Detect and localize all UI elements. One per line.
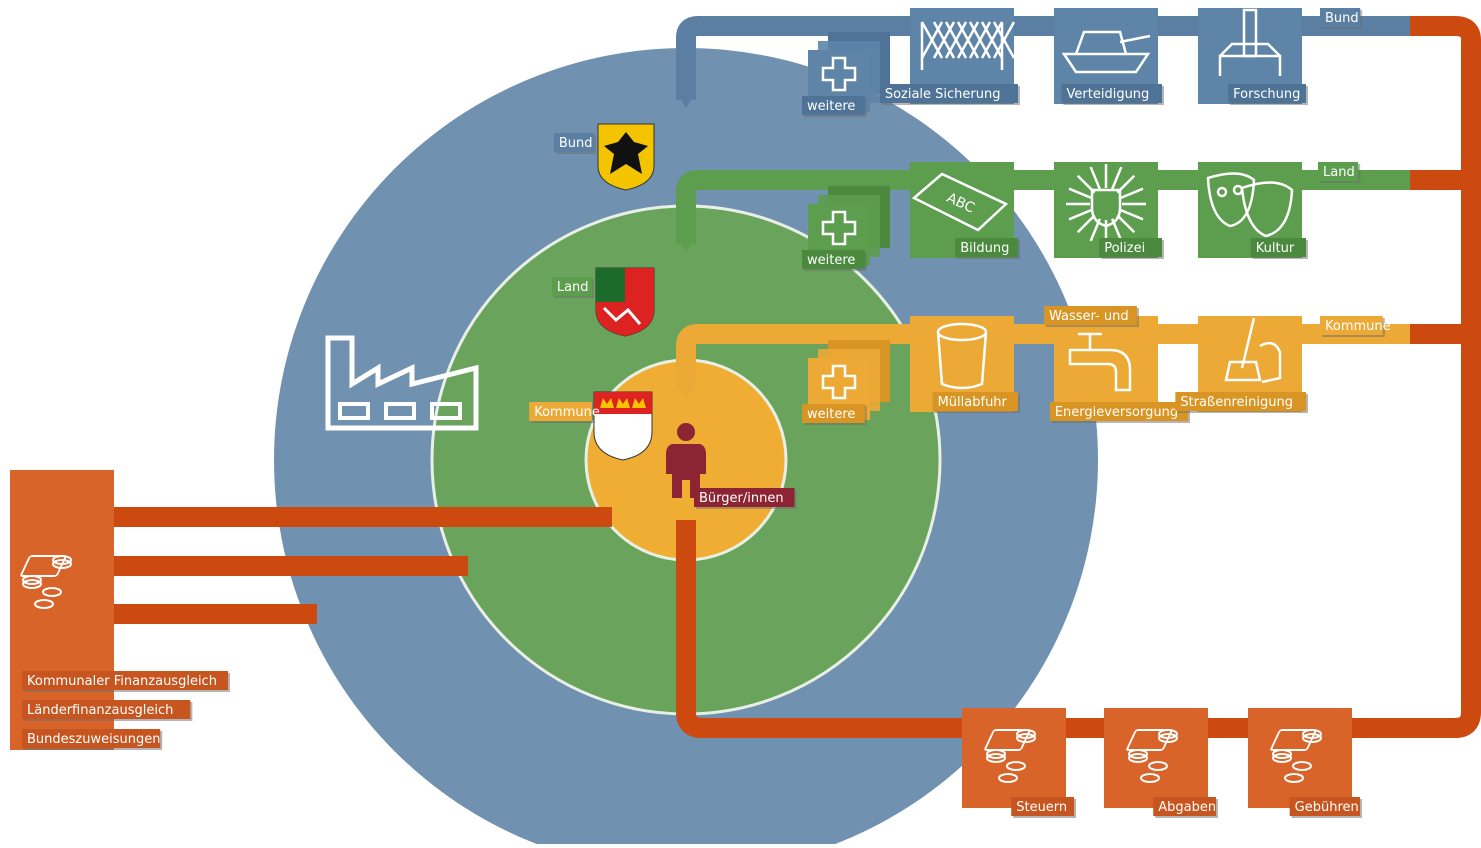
kommune-arrow-icon bbox=[676, 382, 696, 398]
kommune-service-waste[interactable]: Müllabfuhr bbox=[910, 316, 1020, 413]
laboratory-icon bbox=[1218, 8, 1282, 76]
factory-icon bbox=[325, 335, 479, 431]
bund-service-defense-label-text: Verteidigung bbox=[1067, 87, 1150, 102]
bund-service-research-label: Forschung bbox=[1228, 84, 1308, 105]
water-tap-icon bbox=[1068, 332, 1132, 392]
kommune-level-label: Kommune bbox=[529, 402, 600, 423]
kommune-service-more-label-text: weitere bbox=[807, 407, 855, 422]
kommune-channel-label-text: Kommune bbox=[1325, 319, 1391, 334]
bund-service-research-label-text: Forschung bbox=[1233, 87, 1300, 102]
land-service-education-label: Bildung bbox=[955, 238, 1020, 259]
finance-item-2: Länderfinanzausgleich bbox=[22, 700, 193, 721]
land-service-more-label-text: weitere bbox=[807, 253, 855, 268]
finance-item-3-text: Bundeszuweisungen bbox=[27, 732, 160, 747]
land-channel-label: Land bbox=[1318, 162, 1361, 183]
payment-2[interactable]: Abgaben bbox=[1104, 708, 1218, 818]
payment-3-label-text: Gebühren bbox=[1295, 800, 1359, 815]
cologne-crest-icon bbox=[593, 391, 653, 461]
finance-item-1-text: Kommunaler Finanzausgleich bbox=[27, 674, 217, 689]
land-service-culture[interactable]: Kultur bbox=[1198, 162, 1308, 259]
citizen-label-text: Bürger/innen bbox=[699, 491, 784, 506]
kommune-service-cleaning[interactable]: Straßenreinigung bbox=[1175, 316, 1308, 413]
land-service-more-label: weitere bbox=[802, 250, 867, 271]
bund-service-more[interactable]: weitere bbox=[802, 32, 890, 117]
kommune-service-utilities-label2: Energieversorgung bbox=[1049, 402, 1190, 423]
finance-item-1: Kommunaler Finanzausgleich bbox=[22, 671, 231, 692]
land-level-label: Land bbox=[551, 277, 594, 298]
bund-service-defense-label: Verteidigung bbox=[1061, 84, 1164, 105]
finance-item-3: Bundeszuweisungen bbox=[22, 729, 163, 750]
land-arrow-icon bbox=[676, 236, 696, 252]
bund-channel-label-text: Bund bbox=[1325, 11, 1359, 26]
land-channel-label-text: Land bbox=[1323, 165, 1355, 180]
payment-1[interactable]: Steuern bbox=[962, 708, 1076, 818]
payment-1-label: Steuern bbox=[1011, 797, 1076, 818]
payment-1-label-text: Steuern bbox=[1016, 800, 1067, 815]
kommune-service-more-label: weitere bbox=[802, 404, 867, 425]
payment-2-label: Abgaben bbox=[1153, 797, 1218, 818]
bund-service-research[interactable]: Forschung bbox=[1198, 8, 1308, 105]
bund-level-label-text: Bund bbox=[559, 136, 593, 151]
kommune-service-channel bbox=[676, 324, 1415, 390]
person-icon[interactable] bbox=[666, 423, 706, 498]
bund-service-social-label: Soziale Sicherung bbox=[879, 84, 1020, 105]
kommune-service-utilities-label1-text: Wasser- und bbox=[1049, 309, 1129, 324]
bund-service-more-label: weitere bbox=[802, 96, 867, 117]
land-service-culture-label: Kultur bbox=[1250, 238, 1308, 259]
finance-bar-kommune bbox=[112, 507, 612, 527]
kommune-channel-label: Kommune bbox=[1320, 316, 1391, 337]
bund-service-more-label-text: weitere bbox=[807, 99, 855, 114]
bund-service-defense[interactable]: Verteidigung bbox=[1054, 8, 1164, 105]
kommune-service-more[interactable]: weitere bbox=[802, 340, 890, 425]
police-badge-icon bbox=[1066, 164, 1146, 244]
land-service-police[interactable]: Polizei bbox=[1054, 162, 1164, 259]
bund-level-label: Bund bbox=[553, 133, 596, 154]
finance-item-2-text: Länderfinanzausgleich bbox=[27, 703, 173, 718]
kommune-service-utilities-label1: Wasser- und bbox=[1044, 306, 1139, 327]
payment-flow-channel bbox=[676, 16, 1481, 738]
kommune-service-cleaning-label-text: Straßenreinigung bbox=[1180, 395, 1293, 410]
land-service-police-label: Polizei bbox=[1099, 238, 1164, 259]
trash-can-icon bbox=[936, 322, 988, 390]
payment-2-label-text: Abgaben bbox=[1158, 800, 1216, 815]
street-cleaning-icon bbox=[1224, 317, 1282, 384]
kommune-service-cleaning-label: Straßenreinigung bbox=[1175, 392, 1308, 413]
payment-3-label: Gebühren bbox=[1289, 797, 1362, 818]
bund-service-channel bbox=[676, 15, 1415, 100]
finance-bar-bund bbox=[112, 604, 317, 624]
tank-icon bbox=[1061, 30, 1151, 74]
bund-service-social-label-text: Soziale Sicherung bbox=[885, 87, 1001, 102]
finance-bar-land bbox=[112, 556, 468, 576]
bund-channel-label: Bund bbox=[1320, 8, 1363, 29]
kommune-service-waste-label-text: Müllabfuhr bbox=[938, 395, 1008, 410]
land-service-police-label-text: Polizei bbox=[1104, 241, 1145, 256]
safety-net-icon bbox=[920, 21, 1016, 70]
nrw-crest-icon bbox=[595, 267, 655, 337]
kommune-level-label-text: Kommune bbox=[534, 405, 600, 420]
federal-eagle-crest-icon bbox=[597, 123, 655, 191]
theater-masks-icon bbox=[1206, 172, 1294, 238]
kommune-service-waste-label: Müllabfuhr bbox=[932, 392, 1020, 413]
citizen-label: Bürger/innen bbox=[694, 488, 797, 509]
bund-service-social[interactable]: Soziale Sicherung bbox=[879, 8, 1020, 105]
land-service-culture-label-text: Kultur bbox=[1256, 241, 1295, 256]
payment-3[interactable]: Gebühren bbox=[1248, 708, 1362, 818]
land-service-education-label-text: Bildung bbox=[960, 241, 1009, 256]
land-service-channel bbox=[676, 170, 1415, 244]
kommune-service-utilities-label2-text: Energieversorgung bbox=[1055, 405, 1178, 420]
bund-arrow-icon bbox=[676, 92, 696, 108]
land-level-label-text: Land bbox=[557, 280, 589, 295]
land-service-more[interactable]: weitere bbox=[802, 186, 890, 271]
